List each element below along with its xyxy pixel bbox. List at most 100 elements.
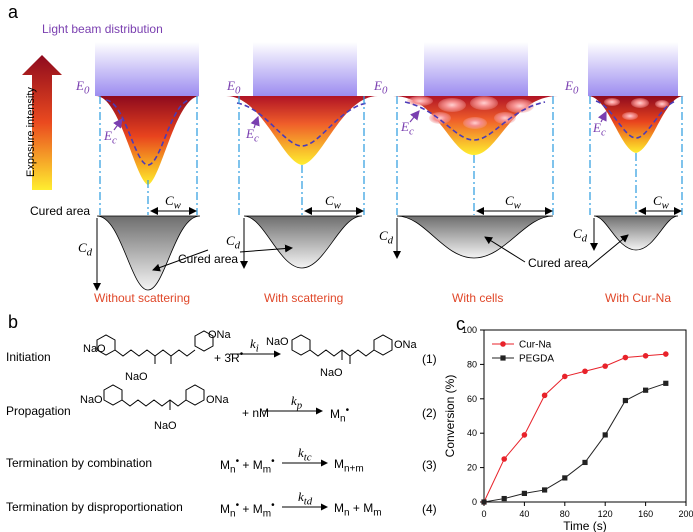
- point-cur-na: [602, 363, 608, 369]
- legend-marker-pegda: [500, 355, 506, 361]
- cured-shape-3: [396, 215, 554, 259]
- legend-label-cur-na: Cur-Na: [519, 340, 552, 351]
- ec-label-4: Ec: [593, 120, 606, 139]
- cured-shape-1: [96, 215, 201, 291]
- legend-label-pegda: PEGDA: [519, 354, 554, 365]
- x-tick-label: 120: [598, 509, 613, 519]
- plus-3r: + 3R•: [214, 349, 244, 365]
- cw-label-1: Cw: [165, 193, 181, 212]
- cd-label-2: Cd: [226, 233, 241, 252]
- eq-number-2: (2): [422, 406, 437, 420]
- point-pegda: [622, 397, 628, 404]
- chem-nao-6: NaO: [154, 420, 177, 432]
- plot-frame: [483, 329, 687, 503]
- rate-ktc: ktc: [298, 445, 312, 464]
- row-termination-combination: Termination by combination: [6, 456, 153, 470]
- intensity-profile-2: [226, 96, 378, 165]
- cured-shape-4: [593, 215, 679, 251]
- product-disproportionation: Mn + Mm: [334, 501, 382, 519]
- caption-without-scattering: Without scattering: [94, 291, 191, 305]
- ec-threshold-curves: [105, 99, 677, 166]
- point-cur-na: [562, 373, 568, 380]
- ec-label-1: Ec: [104, 128, 117, 147]
- x-tick-label: 0: [481, 509, 486, 519]
- y-tick-label: 80: [467, 359, 477, 369]
- row-initiation: Initiation: [6, 350, 51, 364]
- rate-ktd: ktd: [298, 489, 313, 508]
- chem-ona-3: ONa: [206, 394, 229, 406]
- y-axis-label: Conversion (%): [443, 375, 457, 458]
- x-axis-label: Time (s): [563, 519, 607, 532]
- e0-label-3: E0: [374, 78, 388, 97]
- cw-label-3: Cw: [505, 193, 521, 212]
- point-pegda: [481, 499, 487, 505]
- point-cur-na: [663, 351, 669, 357]
- caption-with-cells: With cells: [452, 291, 504, 305]
- cured-area-callout-2: Cured area: [528, 256, 589, 270]
- row-termination-disproportionation: Termination by disproportionation: [6, 500, 183, 514]
- cd-label-1: Cd: [78, 240, 93, 259]
- chem-nao-5: NaO: [80, 394, 103, 406]
- cured-area-label: Cured area: [30, 204, 91, 218]
- point-pegda: [521, 490, 527, 496]
- exposure-arrow: [22, 55, 62, 190]
- exposure-label: Exposure intensity: [24, 87, 37, 177]
- y-tick-label: 0: [472, 497, 477, 507]
- point-cur-na: [622, 354, 629, 361]
- panel-a-diagram: [22, 42, 684, 291]
- point-cur-na: [582, 368, 588, 375]
- x-tick-label: 160: [638, 509, 653, 519]
- guide-lines: [99, 96, 683, 215]
- point-pegda: [663, 380, 669, 386]
- cured-shape-2: [243, 215, 363, 269]
- point-pegda: [643, 387, 649, 393]
- point-cur-na: [642, 353, 649, 359]
- point-pegda: [602, 432, 608, 438]
- point-cur-na: [521, 432, 528, 438]
- cw-label-2: Cw: [325, 193, 341, 212]
- e0-label-1: E0: [76, 78, 90, 97]
- chem-ona-2: ONa: [394, 339, 417, 351]
- light-beam-label: Light beam distribution: [42, 22, 163, 36]
- row-propagation: Propagation: [6, 404, 71, 418]
- y-tick-label: 100: [462, 325, 477, 335]
- cells: [407, 96, 669, 129]
- point-cur-na: [501, 456, 507, 462]
- plus-nm: + nM: [242, 406, 270, 420]
- panel-b-label: b: [8, 312, 19, 332]
- series-line-cur-na: [483, 353, 666, 503]
- beam-3: [424, 42, 528, 96]
- legend-marker-cur-na: [500, 341, 506, 347]
- eq-number-3: (3): [422, 458, 437, 472]
- chem-nao-1: NaO: [83, 343, 106, 355]
- x-tick-label: 80: [560, 509, 570, 519]
- rate-kp: kp: [291, 393, 303, 412]
- ec-pointers: [113, 110, 607, 131]
- point-pegda: [562, 475, 568, 481]
- chem-nao-4: NaO: [320, 367, 343, 379]
- rate-ki: ki: [250, 336, 259, 355]
- point-cur-na: [541, 392, 548, 399]
- beam-2: [253, 42, 357, 96]
- e0-label-2: E0: [227, 78, 241, 97]
- caption-with-cur-na: With Cur-Na: [605, 291, 672, 305]
- cured-area-callouts: [152, 234, 629, 272]
- point-pegda: [582, 459, 588, 466]
- y-tick-label: 40: [467, 428, 477, 438]
- panel-c-label: c: [456, 314, 465, 334]
- series-line-pegda: [483, 382, 666, 503]
- ec-label-2: Ec: [246, 126, 259, 145]
- y-tick-label: 60: [467, 394, 477, 404]
- intensity-profile-4: [588, 96, 684, 153]
- cured-area-callout-1: Cured area: [178, 252, 239, 266]
- cw-label-4: Cw: [653, 193, 669, 212]
- chem-ona-1: ONa: [208, 329, 231, 341]
- reaction-schemes: [96, 330, 393, 511]
- caption-with-scattering: With scattering: [264, 291, 344, 305]
- point-pegda: [542, 487, 548, 493]
- reactants-combination: Mn• + Mm•: [220, 456, 275, 476]
- cd-arrows: [93, 218, 598, 291]
- product-mn-radical: Mn•: [330, 405, 350, 425]
- ec-label-3: Ec: [401, 119, 414, 138]
